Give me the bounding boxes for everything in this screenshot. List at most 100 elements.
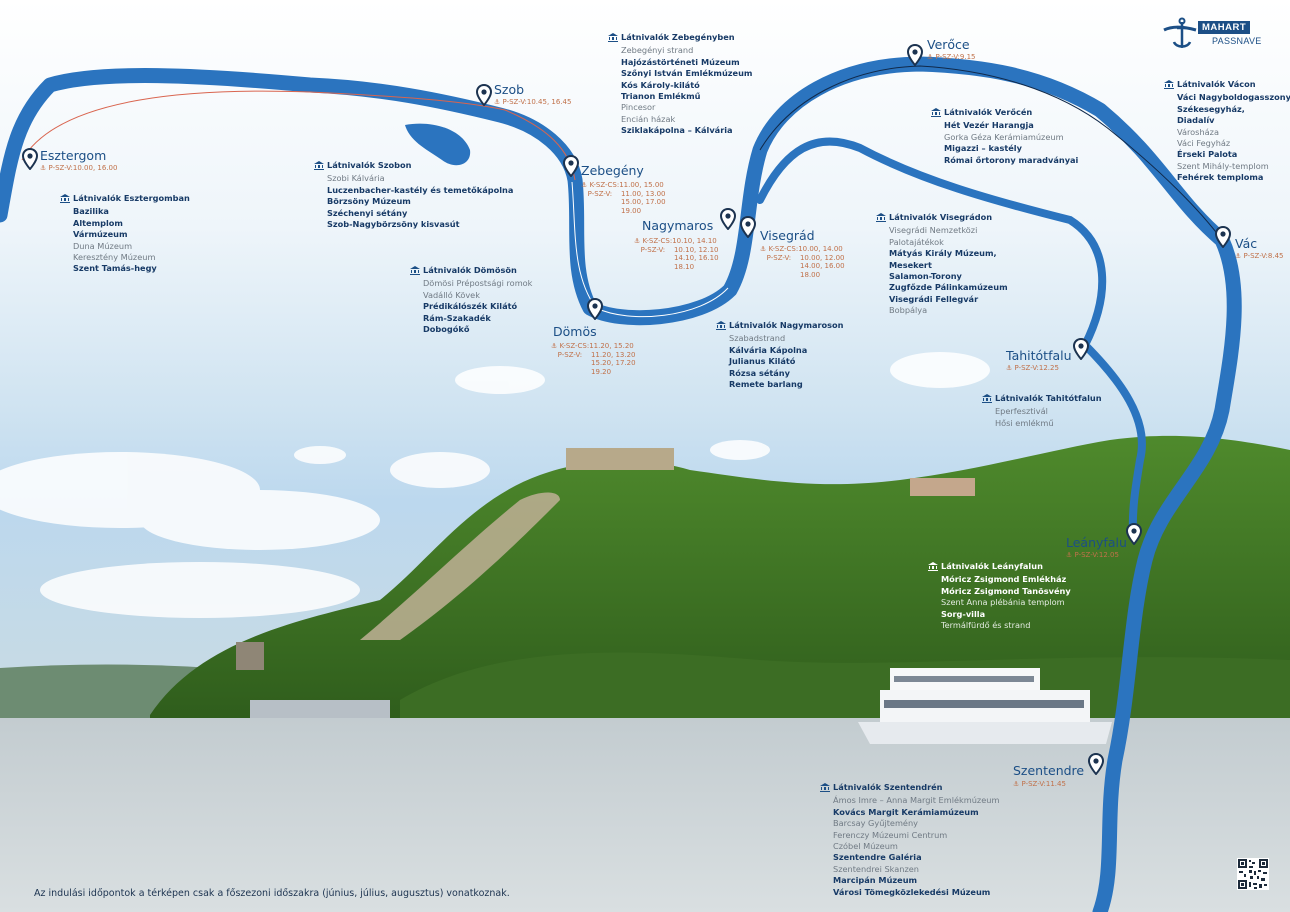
sight-item: Zebegényi strand <box>621 45 694 56</box>
map-pin-icon <box>587 298 603 320</box>
brand-sub: PASSNAVE <box>1212 36 1262 46</box>
route-line <box>21 90 576 181</box>
sights-title: Látnivalók Szobon <box>327 160 412 170</box>
pier <box>250 700 390 720</box>
sight-item: Duna Múzeum <box>73 240 133 251</box>
sight-item: Bazilika <box>73 206 109 217</box>
sight-item: Váci Nagyboldogasszony <box>1177 92 1290 103</box>
sights-nagymaros: Látnivalók Nagymaroson Szabadstrand Kálv… <box>716 320 844 390</box>
sight-item: Visegrádi Nemzetközi <box>889 225 978 236</box>
sight-item: Szent Mihály-templom <box>1177 160 1269 171</box>
sight-item: Diadalív <box>1177 115 1215 126</box>
map-pin-icon <box>1215 226 1231 248</box>
sights-veroce: Látnivalók Verőcén Hét Vezér Harangja Go… <box>931 107 1078 166</box>
sight-item: Salamon-Torony <box>889 271 962 282</box>
museum-icon <box>716 321 726 331</box>
sight-item: Móricz Zsigmond Emlékház <box>941 574 1067 585</box>
sight-item: Prédikálószék Kilátó <box>423 301 518 312</box>
sight-item: Kovács Margit Kerámiamúzeum <box>833 806 979 817</box>
museum-icon <box>314 161 324 171</box>
sight-item: Mesekert <box>889 259 932 270</box>
sight-item: Vadálló Kövek <box>423 289 480 300</box>
sight-item: Rám-Szakadék <box>423 312 491 323</box>
stop-name: Szentendre <box>1013 763 1085 778</box>
sight-item: Sziklakápolna – Kálvária <box>621 125 733 136</box>
river-branch <box>756 137 1146 539</box>
sight-item: Fehérek temploma <box>1177 172 1264 183</box>
sight-item: Vármúzeum <box>73 229 128 240</box>
brand-name: MAHART <box>1198 21 1251 34</box>
sight-item: Czóbel Múzeum <box>833 841 898 852</box>
sight-item: Keresztény Múzeum <box>73 252 156 263</box>
sights-vac: Látnivalók Vácon Váci Nagyboldogasszony … <box>1164 79 1290 184</box>
sight-item: Ámos Imre – Anna Margit Emlékmúzeum <box>833 795 1000 806</box>
sight-item: Érseki Palota <box>1177 149 1238 160</box>
stop-name: Verőce <box>927 37 970 52</box>
stop-name: Zebegény <box>581 163 644 178</box>
sight-item: Eperfesztivál <box>995 406 1048 417</box>
sight-item: Bobpálya <box>889 305 928 316</box>
map-pin-icon <box>740 216 756 238</box>
sights-esztergom: Látnivalók Esztergomban Bazilika Altempl… <box>60 193 190 275</box>
sights-title: Látnivalók Nagymaroson <box>729 320 844 330</box>
sight-item: Trianon Emlékmű <box>621 91 701 102</box>
sights-szob: Látnivalók Szobon Szobi Kálvária Luczenb… <box>314 160 513 230</box>
sight-item: Szabadstrand <box>729 333 786 344</box>
sight-item: Börzsöny Múzeum <box>327 196 411 207</box>
museum-icon <box>60 194 70 204</box>
map-pin-icon <box>1073 338 1089 360</box>
sight-item: Mátyás Király Múzeum, <box>889 248 997 259</box>
stop-times: ⚓ P-SZ-V:11.45 <box>1013 780 1066 788</box>
sight-item: Szentendre Galéria <box>833 852 922 863</box>
sight-item: Szent Tamás-hegy <box>73 263 157 274</box>
sights-title: Látnivalók Szentendrén <box>833 782 943 792</box>
sights-title: Látnivalók Dömösön <box>423 265 517 275</box>
sight-item: Móricz Zsigmond Tanösvény <box>941 585 1071 596</box>
sights-title: Látnivalók Leányfalun <box>941 561 1043 571</box>
sights-leanyfalu: Látnivalók Leányfalun Móricz Zsigmond Em… <box>928 561 1071 631</box>
brand-logo[interactable]: MAHART PASSNAVE <box>1162 16 1274 56</box>
castle <box>566 448 674 470</box>
sights-zebegeny: Látnivalók Zebegényben Zebegényi strand … <box>608 32 752 137</box>
ship <box>858 668 1112 744</box>
sights-visegrad: Látnivalók Visegrádon Visegrádi Nemzetkö… <box>876 212 1008 317</box>
stop-name: Esztergom <box>40 148 107 163</box>
museum-icon <box>410 266 420 276</box>
sight-item: Városháza <box>1177 126 1219 137</box>
stop-name: Szob <box>494 82 525 97</box>
tower <box>236 642 264 670</box>
sight-item: Széchenyi sétány <box>327 207 408 218</box>
stop-times: ⚓ K-SZ-CS:10.10, 14.10 P-SZ-V: 10.10, 12… <box>634 237 719 271</box>
stop-name: Vác <box>1235 236 1258 251</box>
stop-times: ⚓ K-SZ-CS:11.20, 15.20 P-SZ-V: 11.20, 13… <box>551 342 636 376</box>
museum-icon <box>928 562 938 572</box>
sight-item: Váci Fegyház <box>1177 138 1231 149</box>
stop-times: ⚓ K-SZ-CS:11.00, 15.00 P-SZ-V: 11.00, 13… <box>581 181 666 215</box>
sight-item: Pincesor <box>621 102 656 113</box>
rock-slope <box>360 492 560 640</box>
museum-icon <box>608 33 618 43</box>
map-pin-icon <box>1126 523 1142 545</box>
sight-item: Marcipán Múzeum <box>833 875 918 886</box>
sight-item: Szobi Kálvária <box>327 173 385 184</box>
clouds <box>0 352 990 618</box>
river-water <box>0 718 1290 912</box>
sights-title: Látnivalók Vácon <box>1177 79 1256 89</box>
sight-item: Hét Vezér Harangja <box>944 120 1034 131</box>
sight-item: Sorg-villa <box>941 608 986 619</box>
footnote: Az indulási időpontok a térképen csak a … <box>34 888 510 899</box>
sight-item: Luczenbacher-kastély és temetőkápolna <box>327 184 514 195</box>
qr-code-icon[interactable] <box>1237 858 1269 890</box>
sight-item: Kálvária Kápolna <box>729 344 808 355</box>
sight-item: Hősi emlékmű <box>995 417 1054 428</box>
sight-item: Encián házak <box>621 113 676 124</box>
route-line-east <box>759 65 1223 241</box>
stop-name: Dömös <box>553 324 597 339</box>
sight-item: Szőnyi István Emlékmúzeum <box>621 68 753 79</box>
river-main <box>0 56 1242 912</box>
sights-title: Látnivalók Zebegényben <box>621 32 735 42</box>
sights-domos: Látnivalók Dömösön Dömösi Prépostsági ro… <box>410 265 532 335</box>
sight-item: Migazzi – kastély <box>944 143 1022 154</box>
